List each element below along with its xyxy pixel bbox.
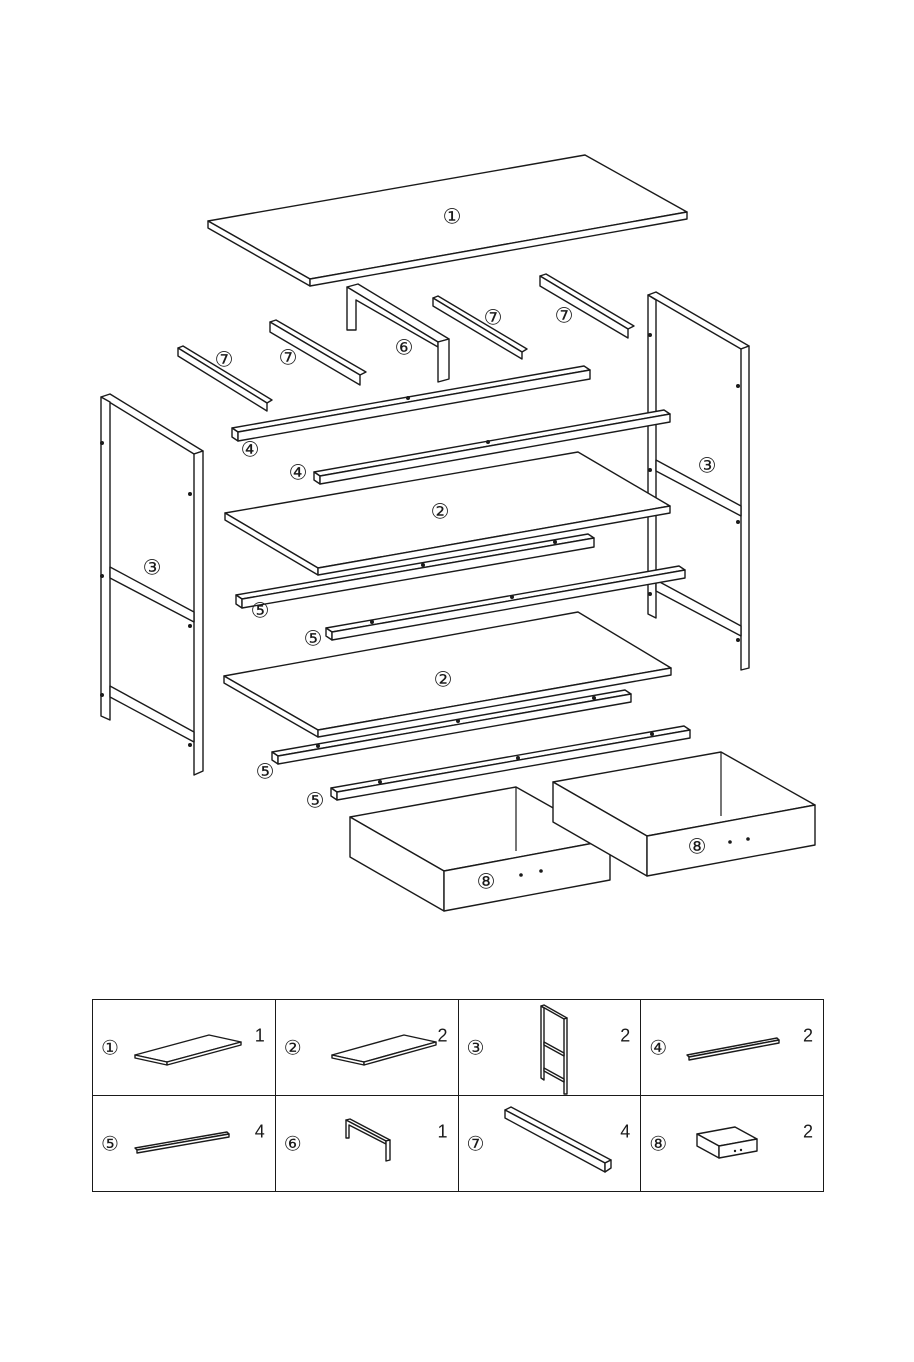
part-quantity: 1: [255, 1026, 265, 1047]
callout-top-panel: ①: [443, 206, 462, 229]
parts-list-table: ① 1 ② 2 ③: [92, 999, 824, 1192]
part-number: ①: [101, 1035, 119, 1060]
part-number: ②: [284, 1035, 302, 1060]
callout-shelf-rail-1: ⑤: [251, 600, 270, 623]
top-panel-icon: [129, 1000, 269, 1095]
part-cell-side-frame: ③ 2: [458, 1000, 641, 1096]
callout-long-rail-2: ④: [289, 462, 308, 485]
exploded-assembly-diagram: ① ⑦ ⑦ ⑦ ⑦ ⑥ ③: [0, 0, 914, 980]
parts-row: ⑤ 4 ⑥ 1 ⑦ 4 ⑧: [93, 1096, 824, 1192]
side-frame-right: ③: [648, 292, 749, 670]
callout-cross-brace-1: ⑦: [215, 349, 234, 372]
callout-shelf-rail-4: ⑤: [306, 790, 325, 813]
part-quantity: 2: [803, 1122, 813, 1143]
part-quantity: 4: [255, 1122, 265, 1143]
part-number: ④: [649, 1035, 667, 1060]
part-quantity: 1: [437, 1122, 447, 1143]
callout-side-frame-right: ③: [698, 455, 717, 478]
shelf-rail-icon: [129, 1096, 269, 1191]
long-rail-1: ④: [232, 366, 590, 462]
top-panel: ①: [208, 155, 687, 286]
part-quantity: 2: [620, 1026, 630, 1047]
part-cell-top-panel: ① 1: [93, 1000, 276, 1096]
side-frame-left: ③: [100, 394, 203, 775]
callout-cross-brace-2: ⑦: [279, 347, 298, 370]
parts-row: ① 1 ② 2 ③: [93, 1000, 824, 1096]
part-cell-shelf-panel: ② 2: [275, 1000, 458, 1096]
part-cell-shelf-rail: ⑤ 4: [93, 1096, 276, 1192]
part-cell-long-rail: ④ 2: [641, 1000, 824, 1096]
part-quantity: 2: [437, 1026, 447, 1047]
callout-shelf-rail-2: ⑤: [304, 628, 323, 651]
shelf-panel-icon: [312, 1000, 452, 1095]
long-rail-icon: [677, 1000, 817, 1095]
drawer-icon: [677, 1096, 817, 1191]
callout-side-frame-left: ③: [143, 557, 162, 580]
part-quantity: 4: [620, 1122, 630, 1143]
part-number: ⑦: [467, 1131, 485, 1156]
callout-shelf-rail-3: ⑤: [256, 761, 275, 784]
part-cell-center-support: ⑥ 1: [275, 1096, 458, 1192]
cross-brace-4: ⑦: [540, 274, 634, 338]
side-frame-icon: [495, 1000, 635, 1095]
part-cell-cross-brace: ⑦ 4: [458, 1096, 641, 1192]
callout-shelf-upper: ②: [431, 501, 450, 524]
cross-brace-1: ⑦: [178, 346, 272, 411]
center-support-icon: [312, 1096, 452, 1191]
part-number: ⑧: [649, 1131, 667, 1156]
cross-brace-icon: [495, 1096, 635, 1191]
callout-cross-brace-3: ⑦: [484, 307, 503, 330]
part-cell-drawer: ⑧ 2: [641, 1096, 824, 1192]
shelf-lower: ②: [224, 612, 671, 737]
callout-drawer-left: ⑧: [477, 871, 496, 894]
callout-long-rail-1: ④: [241, 439, 260, 462]
callout-drawer-right: ⑧: [688, 836, 707, 859]
callout-cross-brace-4: ⑦: [555, 305, 574, 328]
part-quantity: 2: [803, 1026, 813, 1047]
part-number: ⑥: [284, 1131, 302, 1156]
part-number: ⑤: [101, 1131, 119, 1156]
callout-center-support: ⑥: [395, 337, 414, 360]
part-number: ③: [467, 1035, 485, 1060]
callout-shelf-lower: ②: [434, 669, 453, 692]
